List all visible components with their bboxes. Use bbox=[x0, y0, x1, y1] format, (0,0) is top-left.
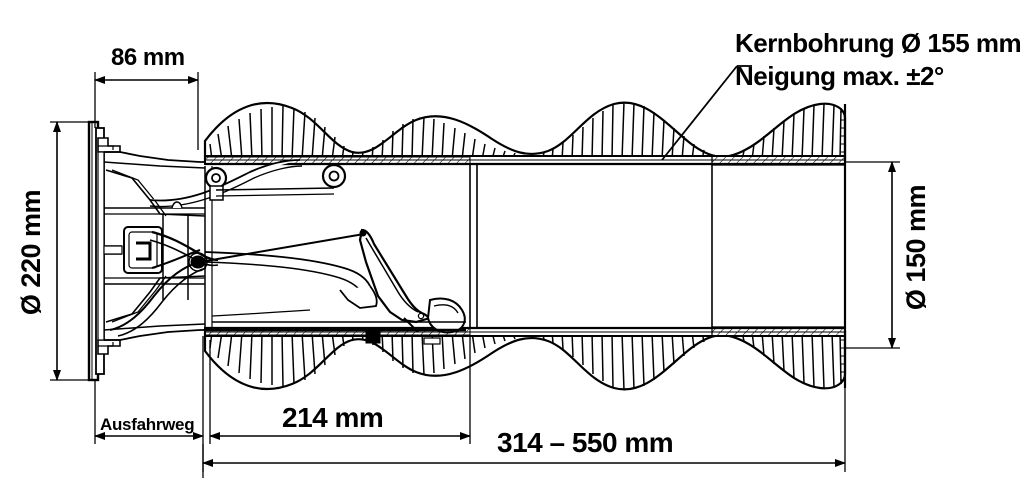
label-flange-depth: 86 mm bbox=[111, 44, 185, 71]
leader-line-kernbohrung bbox=[661, 65, 752, 161]
label-body-length: 214 mm bbox=[282, 402, 384, 433]
label-kernbohrung: Kernbohrung Ø 155 mm bbox=[735, 28, 1022, 58]
dimension-214mm bbox=[209, 336, 471, 444]
dimension-outer-diameter bbox=[50, 121, 95, 381]
damper-lever-mechanism bbox=[199, 228, 466, 345]
inner-duct-body bbox=[204, 155, 847, 337]
roller-assembly-top bbox=[204, 163, 347, 201]
dimension-pipe-diameter bbox=[845, 161, 900, 349]
label-pipe-diameter: Ø 150 mm bbox=[901, 185, 931, 311]
dimension-total-length bbox=[202, 360, 846, 472]
label-ausfahrweg: Ausfahrweg bbox=[100, 415, 195, 434]
label-neigung: Neigung max. ±2° bbox=[735, 61, 944, 91]
label-outer-diameter: Ø 220 mm bbox=[16, 190, 46, 316]
dimension-86mm bbox=[94, 72, 199, 150]
label-total-length: 314 – 550 mm bbox=[497, 427, 674, 458]
corrugated-hose-bottom bbox=[203, 327, 847, 391]
